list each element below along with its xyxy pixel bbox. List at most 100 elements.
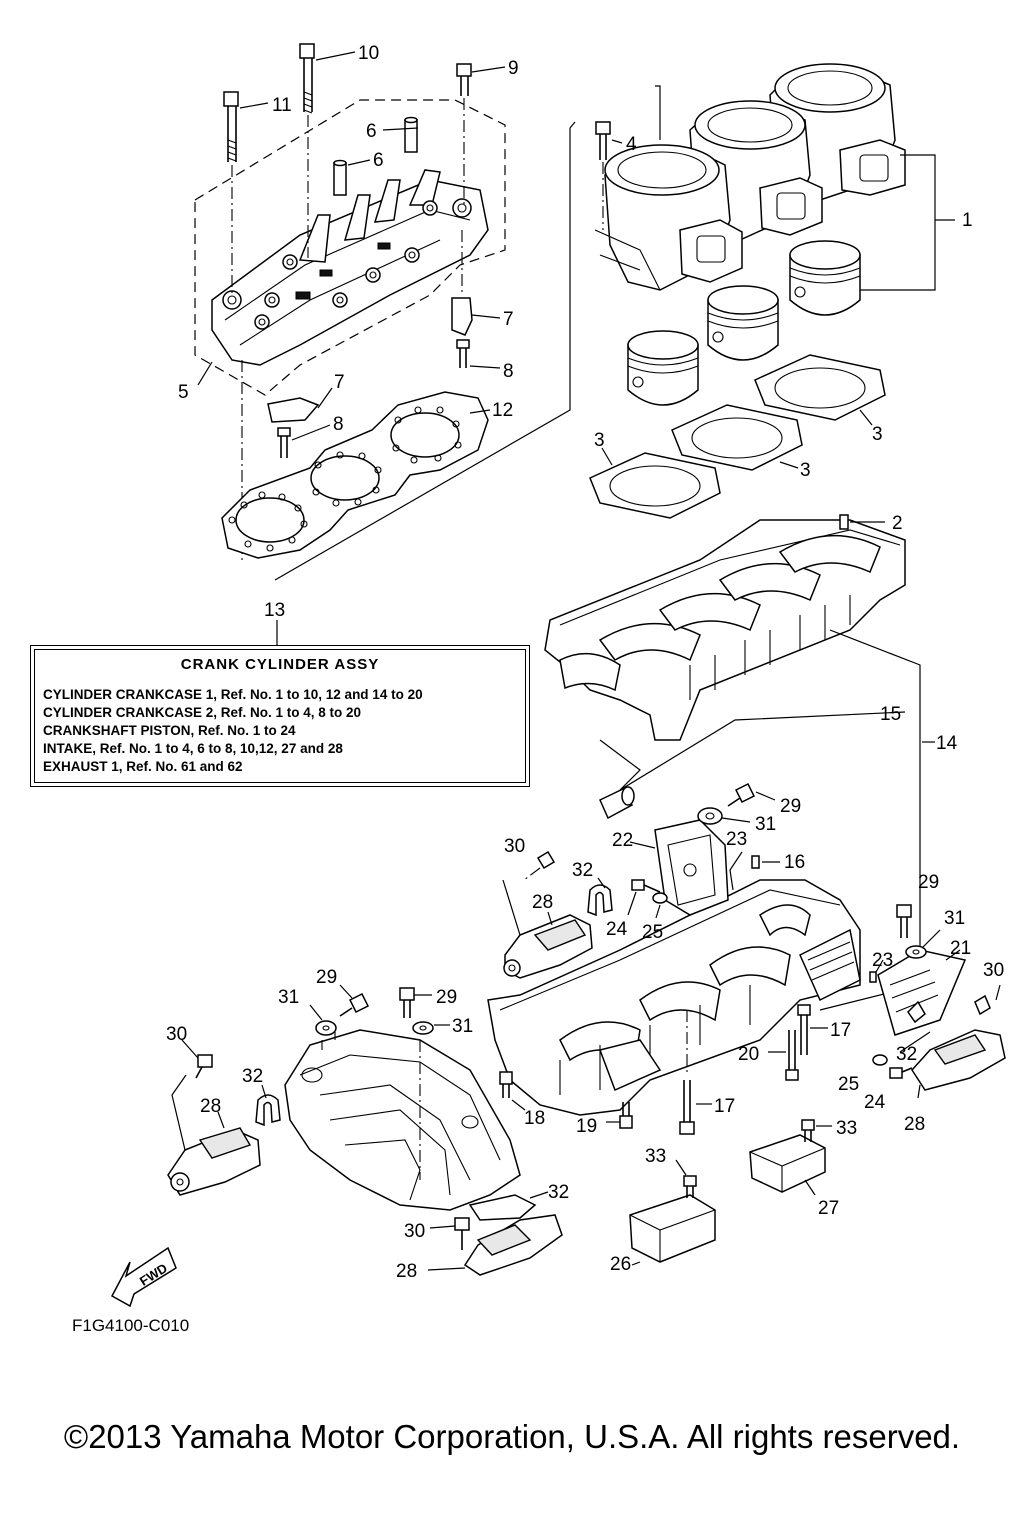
dowel-pin-16 — [751, 855, 780, 869]
bolt-30-left — [181, 1039, 213, 1079]
bolt-19 — [606, 1102, 633, 1129]
callout: 32 — [896, 1044, 917, 1065]
callout: 33 — [645, 1146, 666, 1167]
callout: 32 — [572, 860, 593, 881]
piston-rear — [789, 240, 861, 316]
callout: 6 — [366, 121, 377, 142]
bolt-17-lower — [679, 1010, 712, 1135]
assembly-line: CRANKSHAFT PISTON, Ref. No. 1 to 24 — [43, 723, 296, 738]
box-27 — [749, 1119, 832, 1196]
bolt-24-right — [889, 1067, 913, 1079]
bolt-29-left — [339, 984, 370, 1017]
callout: 3 — [594, 430, 605, 451]
bolt-11 — [223, 91, 239, 162]
washer-31-a — [697, 807, 751, 825]
callout: 17 — [830, 1020, 851, 1041]
head-gasket — [221, 391, 491, 559]
fwd-arrow-icon: FWD — [110, 1246, 177, 1308]
washer-31-mid — [412, 1021, 450, 1035]
bolt-10 — [299, 43, 315, 114]
pin-23-right — [869, 959, 884, 983]
bolt-4 — [595, 121, 623, 230]
callout: 18 — [524, 1108, 545, 1129]
washer-31-right — [905, 929, 941, 959]
callout: 3 — [872, 424, 883, 445]
callout: 8 — [333, 414, 344, 435]
bolt-29-a — [727, 782, 776, 807]
assembly-line: EXHAUST 1, Ref. No. 61 and 62 — [43, 759, 243, 774]
callout: 25 — [838, 1074, 859, 1095]
engine-mount-bottom — [427, 1191, 563, 1276]
callout-labels: 10 9 11 6 4 6 1 5 7 7 8 8 12 3 3 3 2 13 … — [166, 43, 1004, 1282]
callout: 30 — [166, 1024, 187, 1045]
callout: 6 — [373, 150, 384, 171]
base-gaskets — [589, 354, 886, 519]
bolt-18 — [499, 1071, 526, 1111]
bolt-33-a — [683, 1175, 697, 1198]
callout: 24 — [606, 919, 628, 940]
callout: 31 — [755, 814, 776, 835]
callout: 29 — [436, 987, 457, 1008]
callout: 31 — [452, 1016, 473, 1037]
bolt-24-a — [627, 879, 661, 916]
assembly-note-box: CRANK CYLINDER ASSY CYLINDER CRANKCASE 1… — [30, 645, 530, 787]
callout: 13 — [264, 600, 285, 621]
bolt-29-right — [896, 904, 912, 938]
callout: 30 — [983, 960, 1004, 981]
assembly-list: CYLINDER CRANKCASE 1, Ref. No. 1 to 10, … — [43, 686, 423, 776]
bracket-7 — [451, 297, 473, 336]
callout: 3 — [800, 460, 811, 481]
callout: 4 — [626, 134, 637, 155]
callout: 33 — [836, 1118, 857, 1139]
callout: 23 — [872, 950, 893, 971]
callout: 15 — [880, 704, 901, 725]
callout: 21 — [950, 938, 971, 959]
callout: 32 — [548, 1182, 569, 1203]
assembly-line: CYLINDER CRANKCASE 1, Ref. No. 1 to 10, … — [43, 687, 423, 702]
callout: 29 — [780, 796, 801, 817]
callout: 12 — [492, 400, 513, 421]
callout: 7 — [503, 309, 514, 330]
assembly-line: INTAKE, Ref. No. 1 to 4, 6 to 8, 10,12, … — [43, 741, 343, 756]
drawing-code: F1G4100-C010 — [72, 1316, 190, 1335]
reed-valve-22 — [629, 808, 729, 916]
engine-mount-top — [502, 850, 613, 979]
callout: 24 — [864, 1092, 886, 1113]
callout: 17 — [714, 1096, 735, 1117]
callout: 7 — [334, 372, 345, 393]
callout: 16 — [784, 852, 805, 873]
callout: 22 — [612, 830, 633, 851]
callout: 31 — [944, 908, 965, 929]
washer-31-left — [309, 1004, 337, 1036]
callout: 28 — [532, 892, 553, 913]
callout: 30 — [504, 836, 525, 857]
upper-crankcase — [544, 514, 935, 1011]
bolt-29-mid — [399, 987, 432, 1018]
bolt-9 — [456, 63, 472, 96]
bolt-17-upper — [797, 1004, 828, 1055]
callout: 14 — [936, 733, 958, 754]
bolt-30-bottom — [429, 1217, 470, 1250]
callout: 8 — [503, 361, 514, 382]
callout: 32 — [242, 1066, 263, 1087]
callout: 25 — [642, 922, 663, 943]
callout: 28 — [200, 1096, 221, 1117]
callout: 23 — [726, 829, 747, 850]
callout: 29 — [316, 967, 337, 988]
intake-manifold — [284, 1029, 521, 1211]
bolt-33-b — [801, 1119, 815, 1142]
washer-25-a — [652, 892, 668, 919]
copyright-notice: ©2013 Yamaha Motor Corporation, U.S.A. A… — [63, 1418, 961, 1455]
washer-25-right — [872, 1054, 888, 1066]
callout: 30 — [404, 1221, 425, 1242]
box-26 — [629, 1159, 716, 1266]
callout: 28 — [904, 1114, 925, 1135]
callout: 9 — [508, 58, 519, 79]
bolt-20 — [768, 1030, 799, 1081]
callout: 29 — [918, 872, 939, 893]
callout: 19 — [576, 1116, 597, 1137]
callout: 11 — [272, 95, 292, 116]
assembly-line: CYLINDER CRANKCASE 2, Ref. No. 1 to 4, 8… — [43, 705, 362, 720]
piston-front — [627, 330, 699, 406]
